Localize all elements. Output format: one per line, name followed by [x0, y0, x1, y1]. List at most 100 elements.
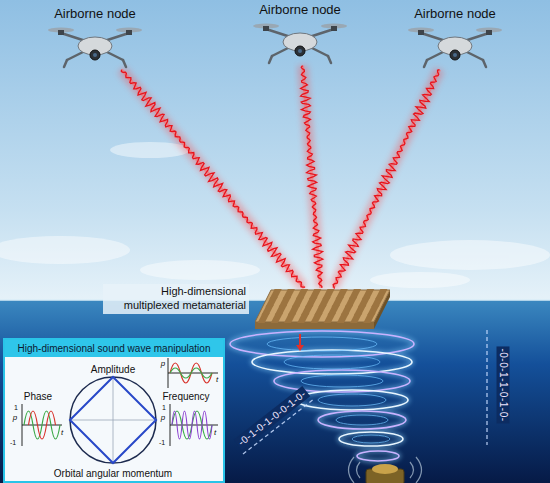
- receiver: [349, 457, 422, 483]
- signal-beam: [122, 70, 305, 288]
- acoustic-vortex: [267, 337, 377, 351]
- signal-beam: [333, 70, 439, 289]
- drone-icon: [64, 60, 67, 67]
- bit-stream: -0-1-0-1-0-0-1-0-: [234, 386, 311, 450]
- axis-label: t: [216, 376, 218, 385]
- drone-icon: [331, 26, 337, 31]
- axis-label: Frequency: [162, 391, 209, 402]
- axis-label: -1: [10, 439, 16, 447]
- cloud: [370, 272, 470, 288]
- metamaterial-plate: High-dimensional multiplexed metamateria…: [255, 288, 390, 332]
- panel-ground: [3, 338, 225, 483]
- acoustic-vortex: [336, 415, 388, 425]
- drone-icon: [269, 56, 272, 63]
- panel-heading: High-dimensional sound wave manipulation: [5, 340, 223, 357]
- receiver: [410, 462, 414, 478]
- down-arrow: [296, 345, 304, 351]
- metamaterial-plate-shape: [284, 313, 296, 323]
- signal-beam: [301, 66, 323, 288]
- drone-icon: [424, 60, 427, 67]
- drone-icon: [252, 20, 348, 66]
- acoustic-vortex: [230, 331, 414, 461]
- dimension-diagram: [70, 377, 156, 463]
- axis-label: Phase: [24, 391, 52, 402]
- acoustic-vortex: [318, 394, 386, 406]
- metamaterial-plate-shape: [350, 313, 362, 323]
- drone-icon: [453, 53, 457, 57]
- manipulation-panel: High-dimensional sound wave manipulation: [3, 338, 225, 483]
- down-arrow: [296, 334, 304, 351]
- axis-label: t: [61, 429, 63, 438]
- bit-stream-line: [486, 330, 487, 445]
- metamaterial-plate-shape: [271, 313, 283, 323]
- metamaterial-plate-shape: [257, 313, 269, 323]
- airborne-node: Airborne node: [400, 6, 510, 70]
- metamaterial-plate-shape: [255, 288, 390, 332]
- signal-beam: [121, 70, 305, 288]
- drone-icon: [295, 46, 305, 56]
- axis-label: p: [161, 360, 165, 369]
- axis-label: p: [161, 414, 165, 423]
- axis-label: t: [214, 429, 216, 438]
- drone-icon: [263, 26, 269, 31]
- metamaterial-plate-shape: [337, 313, 349, 323]
- waveform-plot: [170, 368, 212, 378]
- acoustic-vortex: [339, 432, 403, 446]
- acoustic-vortex: [357, 451, 399, 461]
- drone-icon: [58, 30, 64, 35]
- metamaterial-plate-shape: [310, 313, 322, 323]
- waveform-plot: [168, 373, 218, 374]
- drone-icon: [47, 24, 143, 70]
- drone-icon: [93, 53, 97, 57]
- axis-label: p: [13, 414, 17, 423]
- signal-beam: [122, 70, 305, 288]
- acoustic-vortex: [284, 355, 380, 369]
- acoustic-vortex: [296, 390, 408, 410]
- drone-icon: [483, 60, 486, 67]
- bit-stream: -0-0-1-1-0-1-0-: [497, 346, 510, 423]
- waveform-plot: [170, 363, 212, 383]
- acoustic-vortex: [296, 390, 408, 410]
- signal-beam: [333, 70, 439, 289]
- node-label: Airborne node: [40, 6, 150, 22]
- airborne-node: Airborne node: [40, 6, 150, 70]
- axis-label: Amplitude: [91, 364, 135, 375]
- drone-icon: [418, 30, 424, 35]
- cloud: [0, 236, 130, 264]
- signal-beam: [121, 70, 305, 288]
- dimension-diagram: [113, 377, 114, 463]
- acoustic-vortex: [357, 451, 399, 461]
- metamaterial-plate-shape: [297, 313, 309, 323]
- bit-stream-line: [243, 330, 487, 454]
- receiver: [349, 457, 355, 483]
- drone-icon: [123, 60, 126, 67]
- drone-icon: [407, 24, 503, 70]
- drone-icon: [486, 30, 492, 35]
- waveform-plot: [24, 411, 60, 439]
- acoustic-vortex: [230, 331, 414, 461]
- waveform-plot: [22, 358, 218, 446]
- node-label: Airborne node: [400, 6, 510, 22]
- drone-icon: [450, 50, 460, 60]
- acoustic-vortex: [318, 411, 406, 429]
- drone-icon: [126, 30, 132, 35]
- axis-label: 1: [162, 404, 166, 412]
- down-arrow: [299, 334, 301, 346]
- acoustic-vortex: [352, 435, 390, 443]
- drone-icon: [328, 56, 331, 63]
- node-label: Airborne node: [245, 2, 355, 18]
- receiver: [416, 457, 422, 483]
- signal-beam: [333, 70, 439, 288]
- axis-label: -1: [159, 439, 165, 447]
- sea: [0, 300, 550, 483]
- axis-label: 1: [14, 404, 18, 412]
- waveform-plot: [29, 411, 56, 439]
- signal-beam: [333, 70, 439, 288]
- metamaterial-plate-shape: [363, 313, 375, 323]
- dimension-diagram: [70, 377, 156, 463]
- acoustic-vortex: [318, 411, 406, 429]
- acoustic-vortex: [339, 432, 403, 446]
- dimension-diagram: [70, 377, 156, 463]
- receiver: [357, 462, 361, 478]
